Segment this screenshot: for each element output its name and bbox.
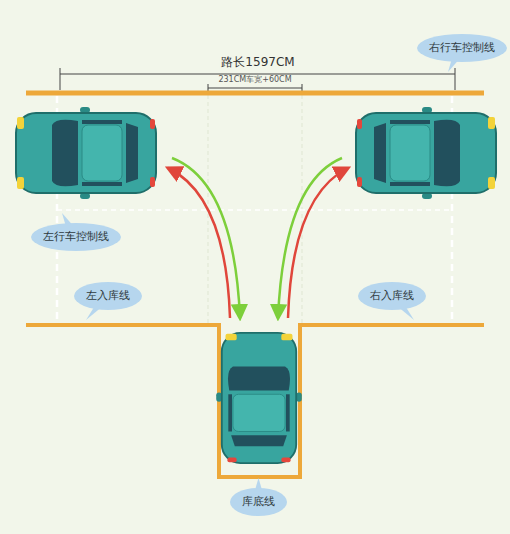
- callout-bubble: 左行车控制线: [31, 223, 121, 251]
- dimension-lines: [60, 68, 455, 92]
- callout-bubble: 右入库线: [358, 282, 426, 310]
- callout-bubble: 左入库线: [74, 282, 142, 310]
- width-dimension-label: 231CM车宽+60CM: [216, 75, 293, 84]
- bubble-body: [417, 34, 507, 62]
- cars: [16, 107, 496, 463]
- callout-text: 左行车控制线: [43, 230, 109, 243]
- bubble-body: [31, 223, 121, 251]
- callout-bubble: 右行车控制线: [417, 34, 507, 62]
- path-arrows: [168, 158, 348, 318]
- callout-text: 右行车控制线: [429, 41, 495, 54]
- bubble-body: [230, 488, 287, 516]
- bubble-body: [74, 282, 142, 310]
- callout-text: 库底线: [242, 495, 275, 508]
- road-length-label: 路长1597CM: [219, 56, 296, 70]
- bubble-body: [358, 282, 426, 310]
- callout-text: 右入库线: [370, 289, 414, 302]
- callout-bubble: 库底线: [230, 488, 287, 516]
- callout-text: 左入库线: [86, 289, 130, 302]
